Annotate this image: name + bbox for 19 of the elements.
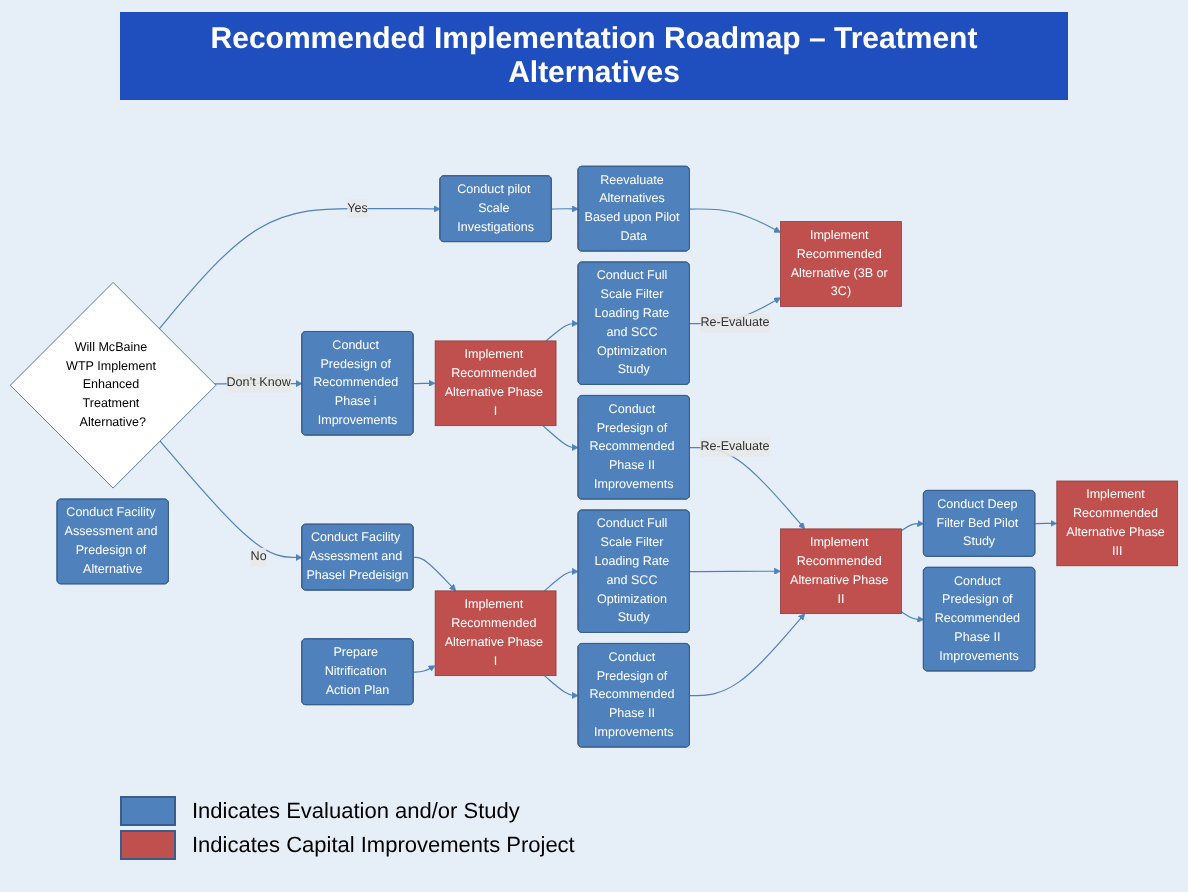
arrow — [413, 556, 457, 591]
arrow — [689, 207, 781, 233]
arrow — [545, 319, 579, 341]
legend-label: Indicates Evaluation and/or Study — [192, 799, 520, 823]
arrow — [542, 424, 579, 451]
arrow — [689, 567, 781, 575]
title-banner: Recommended Implementation Roadmap – Treatment Alternatives — [120, 12, 1068, 100]
arrow — [1034, 519, 1058, 527]
legend-label: Indicates Capital Improvements Project — [192, 833, 575, 857]
arrow — [689, 612, 806, 696]
arrow — [543, 674, 579, 699]
arrow — [159, 439, 303, 561]
arrow — [551, 204, 579, 212]
arrow — [900, 519, 925, 531]
arrow — [543, 567, 579, 591]
arrow — [413, 379, 436, 387]
arrow — [413, 664, 436, 672]
arrow — [158, 204, 441, 329]
arrow — [900, 610, 925, 623]
